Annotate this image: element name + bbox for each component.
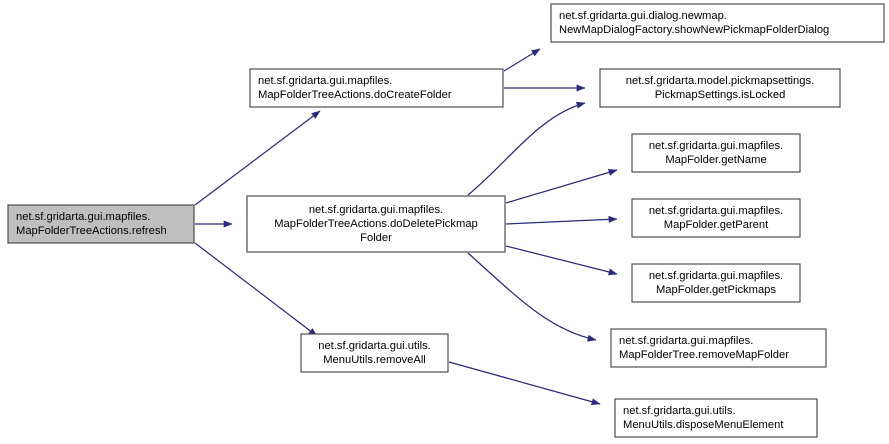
node-label-showNewPickmapFolderDialog-line-1: NewMapDialogFactory.showNewPickmapFolder…: [559, 24, 829, 36]
node-label-doDeletePickmapFolder-line-0: net.sf.gridarta.gui.mapfiles.: [309, 204, 443, 216]
node-label-removeMapFolder-line-0: net.sf.gridarta.gui.mapfiles.: [619, 335, 753, 347]
call-graph-node-isLocked[interactable]: net.sf.gridarta.model.pickmapsettings. Pi…: [599, 68, 841, 108]
call-graph-node-doDeletePickmapFolder[interactable]: net.sf.gridarta.gui.mapfiles. MapFolderTr…: [246, 195, 506, 253]
node-label-showNewPickmapFolderDialog-line-0: net.sf.gridarta.gui.dialog.newmap.: [559, 10, 727, 22]
node-box-removeAll[interactable]: [300, 333, 449, 373]
call-graph-node-doCreateFolder[interactable]: net.sf.gridarta.gui.mapfiles. MapFolderTr…: [249, 68, 504, 108]
node-box-getParent[interactable]: [631, 198, 801, 238]
node-label-getParent-line-0: net.sf.gridarta.gui.mapfiles.: [649, 205, 783, 217]
edges-layer: [194, 48, 618, 406]
call-graph-node-getName[interactable]: net.sf.gridarta.gui.mapfiles. MapFolder.g…: [631, 133, 801, 173]
call-edge-doDeletePickmapFolder-to-removeMapFolder: [467, 252, 597, 342]
node-box-isLocked[interactable]: [599, 68, 841, 108]
node-label-doDeletePickmapFolder-line-2: Folder: [360, 232, 392, 244]
node-label-disposeMenuElement-line-0: net.sf.gridarta.gui.utils.: [623, 405, 736, 417]
node-label-removeAll-line-1: MenuUtils.removeAll: [323, 354, 426, 366]
node-label-removeMapFolder-line-1: MapFolderTree.removeMapFolder: [619, 349, 789, 361]
call-edge-doDeletePickmapFolder-to-isLocked: [467, 101, 586, 196]
call-edge-doCreateFolder-to-showNewPickmapFolderDialog: [503, 48, 541, 72]
call-graph-node-showNewPickmapFolderDialog[interactable]: net.sf.gridarta.gui.dialog.newmap. NewMap…: [550, 3, 885, 43]
node-box-removeMapFolder[interactable]: [610, 328, 827, 368]
call-graph-node-removeMapFolder[interactable]: net.sf.gridarta.gui.mapfiles. MapFolderTr…: [610, 328, 827, 368]
node-label-getPickmaps-line-0: net.sf.gridarta.gui.mapfiles.: [649, 270, 783, 282]
node-label-getParent-line-1: MapFolder.getParent: [664, 219, 769, 231]
node-label-doCreateFolder-line-0: net.sf.gridarta.gui.mapfiles.: [258, 75, 392, 87]
node-box-getName[interactable]: [631, 133, 801, 173]
call-edge-removeAll-to-disposeMenuElement: [448, 361, 601, 406]
node-label-doCreateFolder-line-1: MapFolderTreeActions.doCreateFolder: [258, 89, 452, 101]
call-graph-node-refresh[interactable]: net.sf.gridarta.gui.mapfiles. MapFolderTr…: [7, 204, 195, 244]
node-label-refresh-line-1: MapFolderTreeActions.refresh: [16, 225, 167, 237]
nodes-layer: net.sf.gridarta.gui.mapfiles. MapFolderTr…: [7, 3, 885, 438]
call-edge-doDeletePickmapFolder-to-getPickmaps: [505, 245, 618, 276]
node-box-refresh[interactable]: [7, 204, 195, 244]
call-graph-node-getPickmaps[interactable]: net.sf.gridarta.gui.mapfiles. MapFolder.g…: [631, 263, 801, 303]
node-box-showNewPickmapFolderDialog[interactable]: [550, 3, 885, 43]
node-label-removeAll-line-0: net.sf.gridarta.gui.utils.: [318, 340, 431, 352]
node-label-getName-line-0: net.sf.gridarta.gui.mapfiles.: [649, 140, 783, 152]
node-label-doDeletePickmapFolder-line-1: MapFolderTreeActions.doDeletePickmap: [274, 218, 478, 230]
node-label-getPickmaps-line-1: MapFolder.getPickmaps: [656, 284, 776, 296]
node-box-doCreateFolder[interactable]: [249, 68, 504, 108]
node-label-refresh-line-0: net.sf.gridarta.gui.mapfiles.: [16, 211, 150, 223]
node-label-isLocked-line-0: net.sf.gridarta.model.pickmapsettings.: [626, 75, 814, 87]
call-edge-refresh-to-doCreateFolder: [194, 110, 321, 206]
call-graph-node-disposeMenuElement[interactable]: net.sf.gridarta.gui.utils. MenuUtils.disp…: [614, 398, 818, 438]
node-box-doDeletePickmapFolder[interactable]: [246, 195, 506, 253]
node-label-disposeMenuElement-line-1: MenuUtils.disposeMenuElement: [623, 419, 784, 431]
call-edge-doDeletePickmapFolder-to-getParent: [505, 215, 618, 225]
call-graph-node-getParent[interactable]: net.sf.gridarta.gui.mapfiles. MapFolder.g…: [631, 198, 801, 238]
node-box-getPickmaps[interactable]: [631, 263, 801, 303]
call-graph-node-removeAll[interactable]: net.sf.gridarta.gui.utils. MenuUtils.remo…: [300, 333, 449, 373]
node-label-isLocked-line-1: PickmapSettings.isLocked: [655, 89, 786, 101]
node-box-disposeMenuElement[interactable]: [614, 398, 818, 438]
node-label-getName-line-1: MapFolder.getName: [665, 154, 766, 166]
call-edge-doDeletePickmapFolder-to-getName: [505, 169, 618, 204]
call-edge-refresh-to-removeAll: [194, 242, 318, 337]
